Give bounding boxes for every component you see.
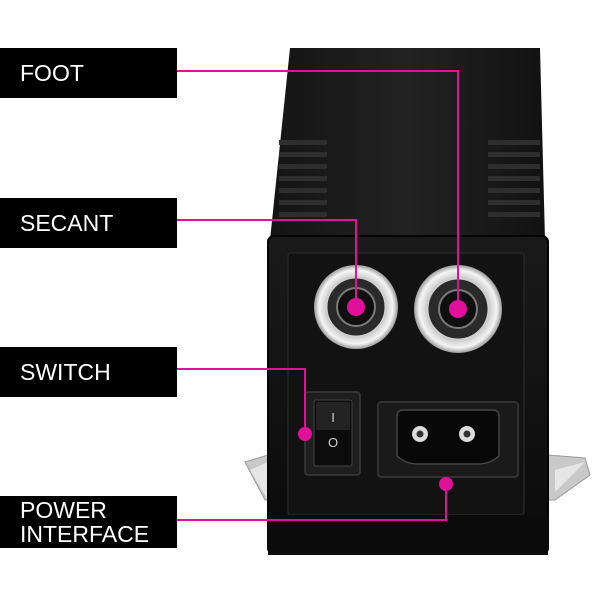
label-power-line2: INTERFACE: [20, 521, 150, 547]
callout-dots: [298, 298, 467, 491]
label-foot-text: FOOT: [20, 60, 84, 86]
label-power-line1: POWER: [20, 497, 107, 523]
switch-callout-dot: [298, 427, 312, 441]
device-bottom-edge: [268, 515, 548, 555]
callout-lines: [177, 70, 459, 521]
label-secant: SECANT: [0, 198, 177, 248]
label-foot: FOOT: [0, 48, 177, 98]
switch-off-symbol: O: [328, 435, 338, 450]
label-power-interface: POWER INTERFACE: [0, 496, 177, 548]
power-interface: [377, 401, 519, 478]
power-callout-dot: [439, 477, 453, 491]
secant-callout-line: [177, 219, 357, 307]
vent-right: [488, 140, 540, 217]
foot-callout-line: [177, 70, 459, 309]
switch-on-symbol: I: [331, 410, 335, 425]
foot-callout-dot: [449, 300, 467, 318]
label-switch-text: SWITCH: [20, 359, 111, 385]
secant-callout-dot: [347, 298, 365, 316]
power-switch: I O: [304, 391, 361, 476]
secant-socket: [314, 265, 398, 349]
vent-left: [279, 140, 327, 217]
switch-callout-line: [177, 368, 306, 434]
power-callout-line: [177, 484, 447, 521]
label-switch: SWITCH: [0, 347, 177, 397]
label-secant-text: SECANT: [20, 210, 114, 236]
device-top: [270, 48, 545, 240]
